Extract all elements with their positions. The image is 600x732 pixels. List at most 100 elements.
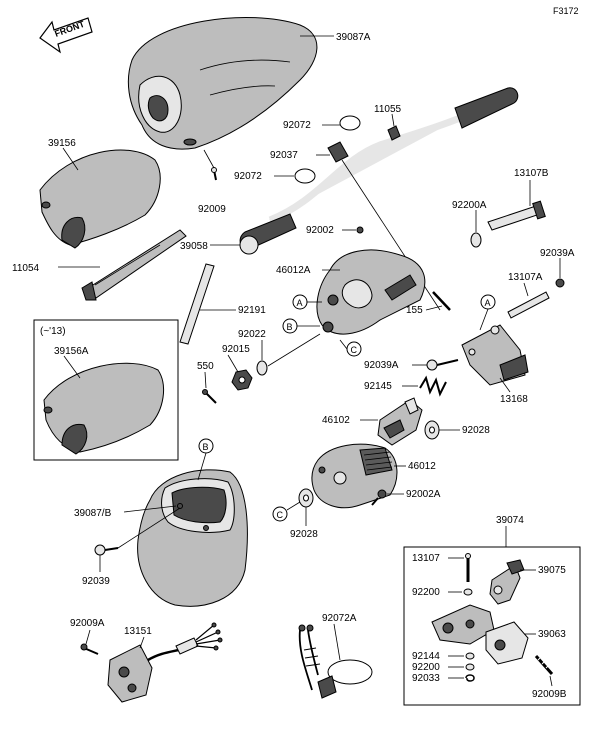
front-arrow-icon: FRONT [39,17,93,54]
rod-part [179,263,215,345]
part-label: 46012 [408,461,436,472]
figure-id: F3172 [553,6,579,16]
part-label: 92037 [270,150,298,161]
clamp-part [294,115,361,184]
block-part [327,141,349,163]
part-label: 92039A [364,360,399,371]
screw-part [371,489,387,506]
part-label: 13107B [514,168,549,179]
part-label: 92191 [238,305,266,316]
inset-label: (~'13) [40,326,66,337]
screw-part [426,359,459,371]
part-label: 46102 [322,415,350,426]
bolt-part [432,291,451,311]
ref-marker-b: B [282,318,298,334]
part-label: 39063 [538,629,566,640]
bracket-part [387,125,401,141]
part-label: 92015 [222,344,250,355]
part-label: 39075 [538,565,566,576]
ref-marker-c: C [272,506,288,522]
part-label: 92200 [412,662,440,673]
svg-text:A: A [485,298,491,308]
part-label: 39058 [180,241,208,252]
bolt-part [534,655,554,675]
ref-marker-a: A [480,294,496,310]
part-label: 46012A [276,265,311,276]
part-label: 39156A [54,346,89,357]
pad-part [39,149,161,249]
nut-part [231,369,253,391]
handlebar-cover-part [127,17,318,150]
part-label: 92002 [306,225,334,236]
block-part [485,621,529,665]
part-label: 550 [197,361,214,372]
part-label: 39087/B [74,508,112,519]
part-label: 92028 [462,425,490,436]
throttle-housing-part [316,249,426,335]
pin-part [202,389,217,404]
part-label: 13107A [508,272,543,283]
svg-text:C: C [277,510,284,520]
spring-part [419,375,447,397]
part-label: 11055 [374,104,402,115]
part-label: 92009 [198,204,226,215]
part-label: 39087A [336,32,371,43]
part-label: 92072 [234,171,262,182]
part-label: 92072 [283,120,311,131]
part-label: 13107 [412,553,440,564]
svg-text:C: C [351,345,358,355]
part-label: 92033 [412,673,440,684]
washer-part [465,652,475,660]
clip-part [465,674,475,682]
part-label: 92022 [238,329,266,340]
washer-part [463,588,473,596]
lever-bracket-part [461,324,529,386]
screw-part [356,226,364,234]
part-label: 92072A [322,613,357,624]
part-label: 92028 [290,529,318,540]
switch-part [107,622,223,703]
part-label: 39156 [48,138,76,149]
pin-part [465,553,471,582]
part-label: 92039 [82,576,110,587]
band-clamp-part [298,624,373,699]
lever-part [489,559,525,605]
assembly-box [403,546,581,706]
ref-marker-a: A [292,294,308,310]
part-label: 92145 [364,381,392,392]
screw-part [94,544,119,556]
part-label: 92002A [406,489,441,500]
ref-marker-c: C [346,341,362,357]
screw-part [80,643,99,655]
lever-part [81,229,187,301]
part-label: 13151 [124,626,152,637]
part-label: 13168 [500,394,528,405]
pin-part [507,291,550,319]
handlebar-part [239,87,519,255]
pad-part [43,362,165,455]
washer-part [465,663,475,671]
inset-box [33,319,179,461]
svg-text:B: B [203,442,209,452]
part-label: 11054 [12,263,40,274]
housing-part [431,604,495,645]
pin-part [487,200,546,231]
part-label: 92039A [540,248,575,259]
ref-marker-b: B [198,438,214,454]
part-label: 155 [406,305,423,316]
part-label: 92144 [412,651,440,662]
washer-part [256,360,268,376]
throttle-lever-part [377,397,423,446]
part-label: 92009B [532,689,567,700]
part-label: 92200 [412,587,440,598]
part-label: 92009A [70,618,105,629]
screw-part [211,167,217,181]
part-label: 39074 [496,515,524,526]
washer-part [470,232,482,248]
svg-text:A: A [297,298,303,308]
lower-cover-part [137,469,248,607]
throttle-housing-part [311,443,398,509]
screw-part [555,278,565,288]
part-label: 92200A [452,200,487,211]
